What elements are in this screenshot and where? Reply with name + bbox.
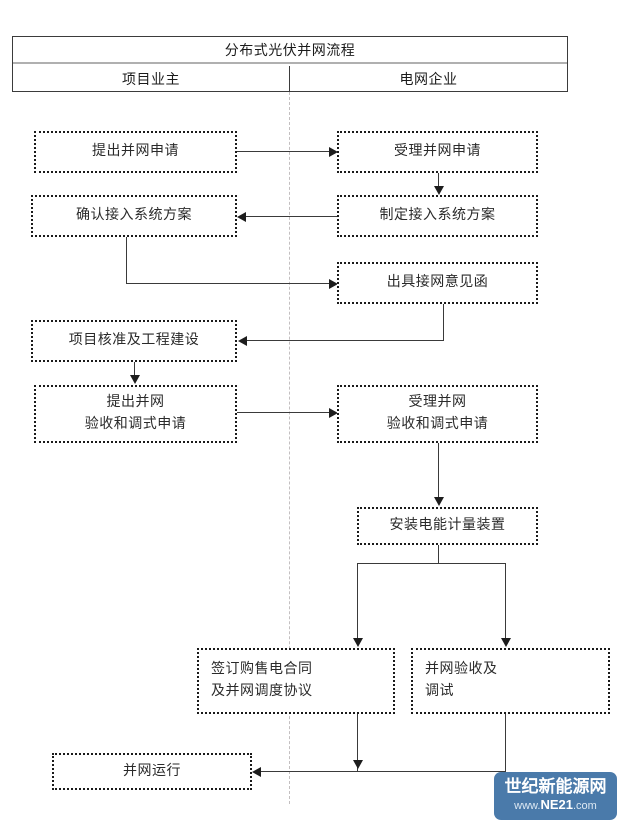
connector-n9-split-bar [357,563,505,564]
node-label: 项目核准及工程建设 [68,333,200,349]
node-label-line1: 提出并网 [106,395,165,411]
watermark-url-prefix: www. [514,800,541,813]
connector-n7-to-n8 [237,412,329,413]
connector-n8-to-n9 [438,443,439,498]
node-submit-acceptance-application[interactable]: 提出并网 验收和调式申请 [34,385,237,443]
connector-n3-to-n5-horizontal [126,283,329,284]
lane-header-row: 项目业主 电网企业 [13,66,567,91]
arrowhead-n10-merge [353,760,363,769]
node-submit-grid-application[interactable]: 提出并网申请 [34,131,237,173]
node-label: 出具接网意见函 [386,275,489,291]
node-label-line1: 受理并网 [408,395,467,411]
node-accept-grid-application[interactable]: 受理并网申请 [337,131,538,173]
watermark-url: www.NE21.com [514,797,597,814]
connector-n5-to-n6-vertical [443,304,444,341]
node-label: 安装电能计量装置 [389,518,506,534]
node-install-electricity-meter[interactable]: 安装电能计量装置 [357,507,538,545]
arrowhead-n7-to-n8 [329,408,338,418]
arrowhead-n5-to-n6 [238,336,247,346]
node-label: 确认接入系统方案 [76,208,192,224]
node-grid-connected-operation[interactable]: 并网运行 [52,753,252,790]
node-confirm-access-scheme[interactable]: 确认接入系统方案 [31,195,237,237]
connector-n6-to-n7 [134,362,135,376]
connector-n5-to-n6-horizontal [247,340,444,341]
connector-n9-split-stem [438,545,439,564]
node-accept-acceptance-application[interactable]: 受理并网 验收和调式申请 [337,385,538,443]
watermark-url-brand: NE21 [540,797,573,813]
connector-n3-to-n5-vertical [126,237,127,283]
connector-n11-to-n12-vertical [505,714,506,771]
node-project-approval-and-construction[interactable]: 项目核准及工程建设 [31,320,237,362]
node-label-line2: 及并网调度协议 [211,684,313,699]
watermark-url-suffix: .com [572,800,597,813]
connector-n2-to-n4 [438,173,439,187]
lane-header-owner: 项目业主 [13,66,290,91]
arrowhead-n1-to-n2 [329,147,338,157]
connector-split-to-n11 [505,563,506,639]
node-label: 制定接入系统方案 [379,208,496,224]
node-formulate-access-scheme[interactable]: 制定接入系统方案 [337,195,538,237]
arrowhead-merge-to-n12 [252,767,261,777]
arrowhead-n4-to-n3 [237,212,246,222]
chart-title-row: 分布式光伏并网流程 [13,37,567,64]
arrowhead-split-to-n11 [501,638,511,647]
watermark-logo: 世纪新能源网 www.NE21.com [494,772,617,820]
connector-split-to-n10 [357,563,358,639]
arrowhead-split-to-n10 [353,638,363,647]
node-sign-power-purchase-contract[interactable]: 签订购售电合同 及并网调度协议 [197,648,395,714]
chart-title: 分布式光伏并网流程 [224,43,356,59]
arrowhead-n8-to-n9 [434,497,444,506]
arrowhead-n6-to-n7 [130,375,140,384]
connector-merge-to-n12-horizontal [261,771,506,772]
node-label-line2: 调试 [425,684,454,699]
arrowhead-n2-to-n4 [434,186,444,195]
swimlane-divider [289,92,290,804]
node-label: 提出并网申请 [92,144,179,160]
lane-header-grid: 电网企业 [399,72,458,88]
connector-n4-to-n3 [246,216,337,217]
node-label: 受理并网申请 [394,144,481,160]
arrowhead-n3-to-n5 [329,279,338,289]
node-label-line2: 验收和调式申请 [84,417,187,432]
node-label-line1: 签订购售电合同 [211,662,313,678]
node-label-line1: 并网验收及 [425,662,498,678]
node-label: 并网运行 [123,763,181,779]
watermark-site-name-cn: 世纪新能源网 [504,776,607,796]
header-table: 分布式光伏并网流程 项目业主 电网企业 [12,36,568,92]
connector-n1-to-n2 [237,151,329,152]
node-issue-grid-opinion-letter[interactable]: 出具接网意见函 [337,262,538,304]
connector-n10-to-n12-vertical [357,714,358,771]
node-label-line2: 验收和调式申请 [386,417,489,432]
node-grid-acceptance-and-commissioning[interactable]: 并网验收及 调试 [411,648,610,714]
